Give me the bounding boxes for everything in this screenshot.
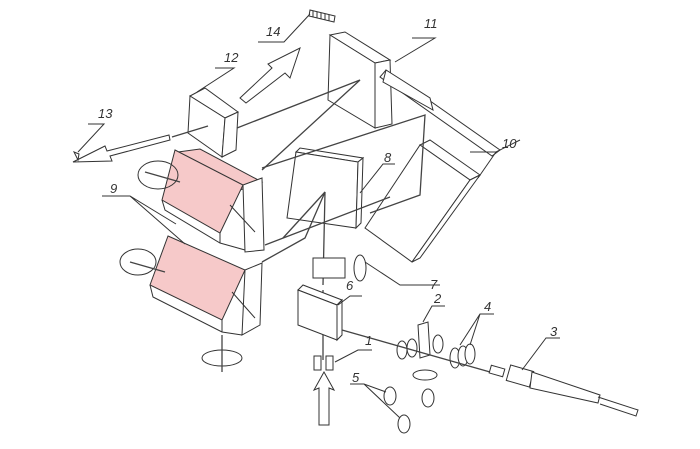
element-1-input (312, 349, 372, 426)
element-10-mirrors (364, 69, 521, 263)
element-12-mirror (187, 67, 239, 158)
element-9-gratings (102, 148, 265, 372)
element-11-mirror (327, 31, 437, 129)
element-13-output (72, 123, 209, 163)
label-12: 12 (224, 50, 239, 65)
label-2: 2 (433, 291, 442, 306)
beam-paths (236, 79, 426, 360)
element-4-lenses (449, 313, 494, 369)
label-10: 10 (502, 136, 517, 151)
label-6: 6 (346, 278, 354, 293)
label-14: 14 (266, 24, 280, 39)
output-arrow-14 (239, 47, 301, 104)
label-9: 9 (110, 181, 117, 196)
element-7-modulator (312, 254, 440, 286)
label-5: 5 (352, 370, 360, 385)
label-7: 7 (430, 277, 438, 292)
label-4: 4 (484, 299, 491, 314)
label-3: 3 (550, 324, 558, 339)
label-1: 1 (365, 333, 372, 348)
element-2-optics (396, 305, 445, 381)
element-14-detector (258, 9, 336, 43)
label-13: 13 (98, 106, 113, 121)
label-8: 8 (384, 150, 392, 165)
element-3-laser (341, 329, 639, 417)
element-5-lenses (350, 383, 435, 434)
label-11: 11 (424, 16, 438, 31)
element-6-block (297, 284, 362, 342)
